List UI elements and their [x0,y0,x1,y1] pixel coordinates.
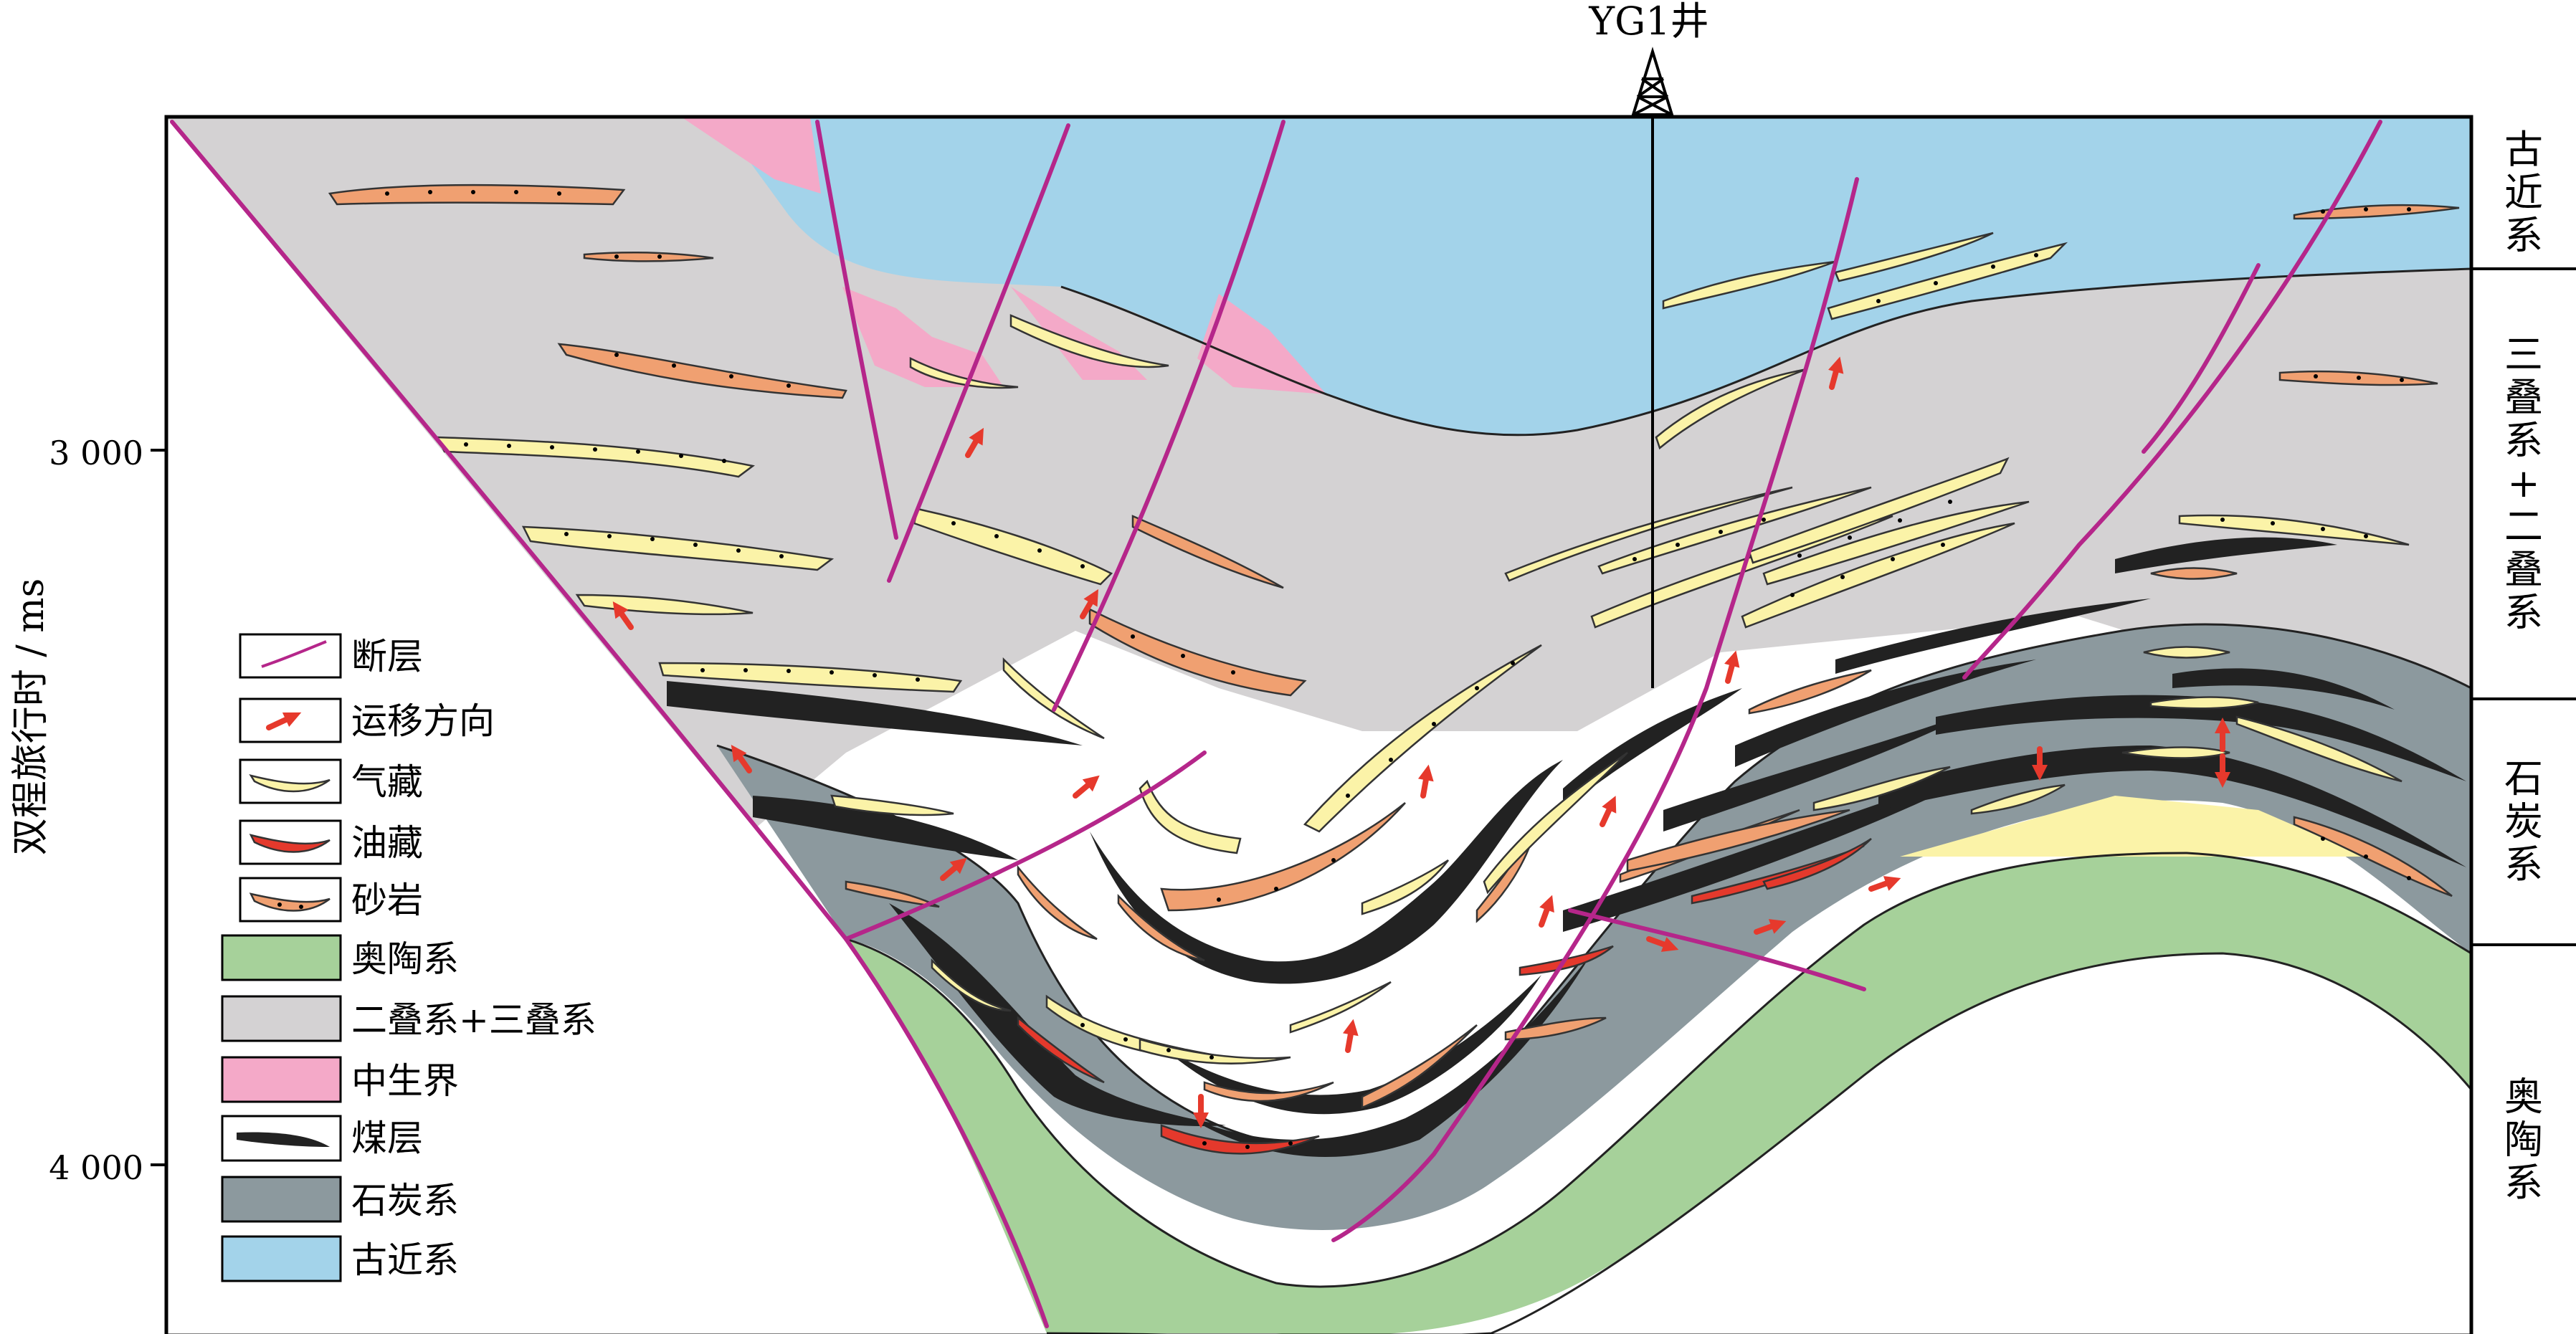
gas-lenses [435,232,2410,1064]
lens-dots [385,190,2411,1149]
mesozoic-sliver-2 [842,287,1004,387]
legend-label-ordovician: 奥陶系 [351,938,459,980]
y-tick-label-4000: 4 000 [49,1148,143,1187]
mesozoic-sliver-4 [1197,294,1326,394]
legend-item-migration-direction: 运移方向 [239,697,495,743]
legend-label-coal: 煤层 [351,1118,423,1159]
coal-seams [667,537,2466,1157]
svg-text:奥陶系: 奥陶系 [2504,1075,2543,1206]
paleogene-base-horizon [1060,267,2471,437]
legend-label-oil-reservoir: 油藏 [351,822,423,864]
legend-label-paleogene: 古近系 [351,1239,459,1281]
paleogene-layer [717,117,2471,435]
legend-item-coal: 煤层 [221,1115,423,1162]
left-outer-zone [166,117,1053,1334]
svg-text:石炭系: 石炭系 [2504,756,2543,887]
migration-arrows [612,356,2230,1128]
y-tick-label-3000: 3 000 [49,434,143,472]
strata-label-paleogene: 古近系 [2504,127,2543,258]
well-label: YG1井 [1588,0,1708,44]
ordovician-top-horizon [845,852,2471,1288]
sand-lenses [328,184,2460,1109]
legend-item-oil-reservoir: 油藏 [239,819,423,865]
derrick-icon [1631,47,1674,116]
legend-item-permian-triassic: 二叠系+三叠系 [221,995,597,1042]
section-body [166,117,2471,1334]
legend-item-fault: 断层 [239,633,423,679]
legend-label-mesozoic: 中生界 [351,1060,459,1102]
gas-zone [1900,796,2366,857]
legend-item-paleogene: 古近系 [221,1235,459,1282]
y-axis: 3 000 4 000 双程旅行时 / ms [9,117,168,1334]
svg-text:古近系: 古近系 [2504,127,2543,258]
strata-label-ordovician: 奥陶系 [2504,1075,2543,1206]
legend-arrow-icon [266,712,302,730]
legend-item-ordovician: 奥陶系 [221,934,459,981]
legend-item-mesozoic: 中生界 [221,1056,459,1103]
legend-item-sandstone: 砂岩 [239,877,423,923]
legend-item-gas-reservoir: 气藏 [239,758,423,804]
svg-text:三叠系+二叠系: 三叠系+二叠系 [2504,332,2543,635]
strata-column: 古近系 三叠系+二叠系 石炭系 奥陶系 [2471,127,2576,1206]
y-axis-label: 双程旅行时 / ms [9,578,52,856]
well-marker: YG1井 [1588,0,1709,116]
legend: 断层 运移方向 气藏 油藏 砂岩 奥陶系 [221,633,597,1282]
ordovician-base-horizon [1046,952,2471,1334]
legend-label-permian-triassic: 二叠系+三叠系 [351,999,597,1041]
lower-white-zone [1047,953,2471,1334]
mesozoic-sliver-1 [681,117,821,194]
strata-label-permian-triassic: 三叠系+二叠系 [2504,332,2543,635]
legend-item-carboniferous: 石炭系 [221,1176,459,1223]
legend-label-migration-direction: 运移方向 [351,700,495,742]
faults [170,120,2382,1328]
legend-label-carboniferous: 石炭系 [351,1180,459,1221]
strata-label-carboniferous: 石炭系 [2504,756,2543,887]
legend-label-sandstone: 砂岩 [351,880,423,921]
legend-label-gas-reservoir: 气藏 [351,761,423,803]
legend-label-fault: 断层 [351,636,423,677]
